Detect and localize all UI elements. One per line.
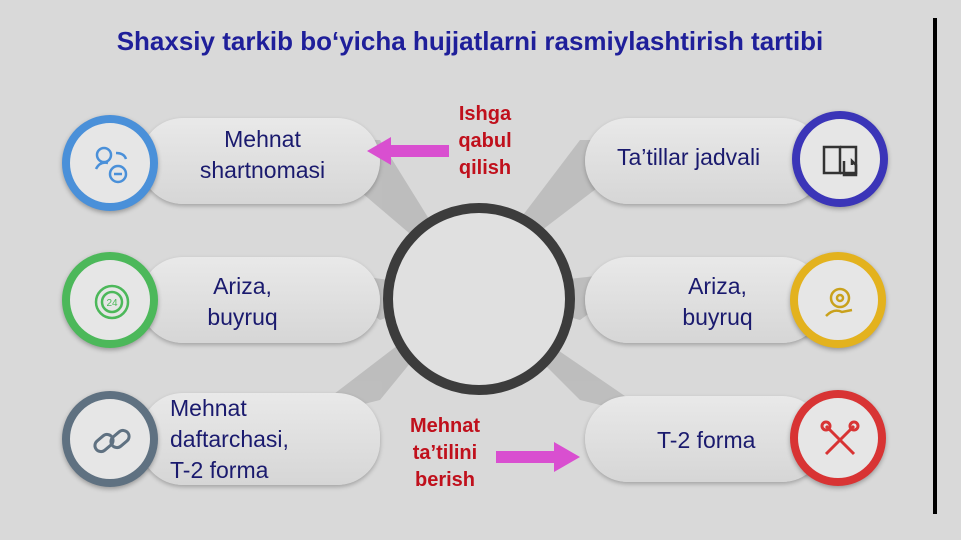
arrow-left (367, 137, 449, 165)
pill-t2-form (585, 396, 825, 482)
book-hand-icon (792, 111, 888, 207)
pill-application-order-right (585, 257, 825, 343)
pill-employment-contract (140, 118, 380, 204)
label-workbook: Mehnat daftarchasi, T-2 forma (170, 395, 289, 483)
label-vacation-schedule: Ta’tillar jadvali (617, 144, 761, 170)
gear-hand-icon (790, 252, 886, 348)
right-border-line (933, 18, 937, 514)
label-granting-leave: Mehnat ta’tilini berish (410, 415, 480, 491)
pill-workbook (140, 393, 380, 485)
label-employment-contract: Mehnat shartnomasi (199, 126, 326, 183)
handshake-icon (62, 115, 158, 211)
tools-icon (790, 390, 886, 486)
svg-text:24: 24 (106, 298, 118, 309)
pill-application-order-left (140, 257, 380, 343)
label-application-order-right: Ariza, buyruq (682, 273, 753, 330)
label-hiring: Ishga qabul qilish (458, 103, 512, 179)
central-ring (383, 203, 575, 395)
label-t2-form: T-2 forma (657, 427, 756, 453)
label-application-order-left: Ariza, buyruq (207, 273, 278, 330)
cycle-24-icon: 24 (62, 252, 158, 348)
chain-link-icon (62, 391, 158, 487)
arrow-right (496, 442, 580, 472)
pill-vacation-schedule (585, 118, 825, 204)
page-title: Shaxsiy tarkib bo‘yicha hujjatlarni rasm… (116, 26, 824, 56)
